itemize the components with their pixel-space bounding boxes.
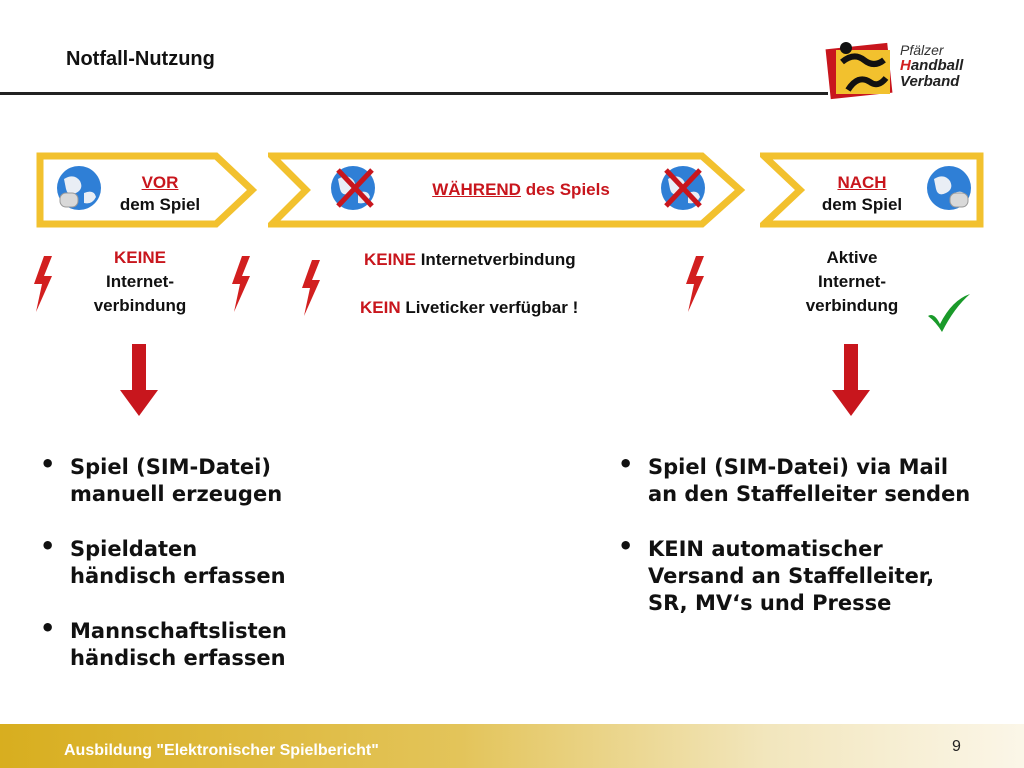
status-before: KEINE Internet- verbindung [93,248,187,315]
logo-line1: Pfälzer [900,42,944,58]
status-during-line2: KEIN Liveticker verfügbar ! [360,298,579,317]
lightning-icon [232,256,250,312]
checkmark-icon [928,294,970,332]
phase-during-chevron [268,152,746,228]
phase-before-label: VOR dem Spiel [119,173,201,214]
bullet-dot: • [618,532,634,560]
footer-text: Ausbildung "Elektronischer Spielbericht" [64,742,379,759]
lightning-icon [686,256,704,312]
page-number: 9 [952,738,961,755]
bullet-dot: • [618,450,634,478]
title-divider [0,92,828,95]
phase-after-chevron [760,152,984,228]
phase-after-label: NACH dem Spiel [821,173,903,214]
list-item: • Mannschaftslisten händisch erfassen [40,614,287,671]
footer-bar [0,724,1024,768]
cross-icon [336,168,374,208]
globe-icon [57,166,101,210]
status-after: Aktive Internet- verbindung [805,248,899,315]
down-arrow-icon [120,344,158,416]
phase-during-label: WÄHREND des Spiels [432,180,610,199]
cross-icon [664,168,702,208]
bullet-dot: • [40,532,56,560]
slide-title: Notfall-Nutzung [66,48,215,70]
list-item: • KEIN automatischer Versand an Staffell… [618,532,935,616]
logo-text: Pfälzer Handball Verband [900,42,963,90]
handball-verband-logo [825,42,893,100]
logo-line3: Verband [900,73,960,90]
globe-icon [927,166,971,210]
right-bullet-list: • Spiel (SIM-Datei) via Mail an den Staf… [618,450,1018,645]
list-item: • Spiel (SIM-Datei) via Mail an den Staf… [618,450,971,507]
list-item: • Spiel (SIM-Datei) manuell erzeugen [40,450,283,507]
logo-line2: Handball [900,57,964,74]
bullet-dot: • [40,450,56,478]
left-bullet-list: • Spiel (SIM-Datei) manuell erzeugen • S… [40,450,400,700]
lightning-icon [34,256,52,312]
down-arrow-icon [832,344,870,416]
status-during-line1: KEINE Internetverbindung [364,250,576,269]
lightning-icon [302,260,320,316]
list-item: • Spieldaten händisch erfassen [40,532,286,589]
bullet-dot: • [40,614,56,642]
